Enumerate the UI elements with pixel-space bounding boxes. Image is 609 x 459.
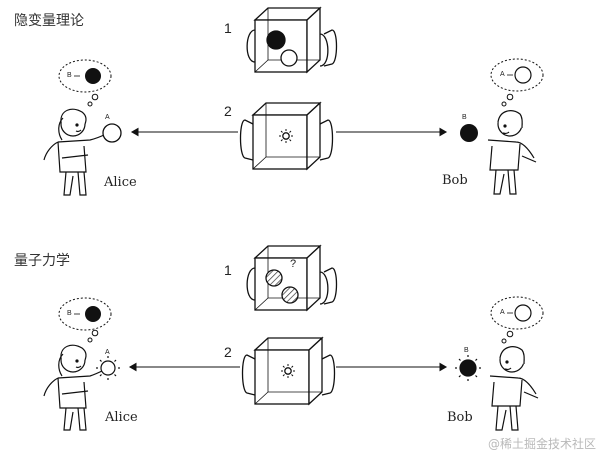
person-name-alice-1: Alice bbox=[104, 175, 137, 190]
box-question-mark: ? bbox=[290, 258, 297, 270]
alice-figure-2 bbox=[43, 344, 105, 431]
step-label-2: 2 bbox=[224, 103, 232, 119]
thought-dot-6 bbox=[91, 329, 99, 337]
alice-ball-white-1 bbox=[102, 123, 122, 143]
step-label-1: 1 bbox=[224, 20, 232, 36]
section-title-hidden-variables: 隐变量理论 bbox=[14, 13, 84, 29]
bob-figure-1 bbox=[487, 110, 537, 195]
bob-ball-black-1 bbox=[460, 124, 478, 142]
thought-dot-3 bbox=[501, 101, 507, 107]
thought-letter-a-2: A bbox=[500, 309, 505, 316]
ball-letter-b-2: B bbox=[464, 347, 469, 354]
thought-letter-b-1: B bbox=[67, 72, 72, 79]
ball-letter-b-1: B bbox=[462, 114, 467, 121]
person-name-bob-2: Bob bbox=[447, 410, 473, 425]
thought-dot-5 bbox=[87, 337, 93, 343]
bob-ball-sparkle-2 bbox=[455, 355, 481, 381]
alice-thought-bubble-1 bbox=[58, 59, 112, 93]
thought-dot-7 bbox=[501, 338, 507, 344]
ball-letter-a-1: A bbox=[105, 114, 110, 121]
box-step1-quantum bbox=[246, 244, 338, 312]
ball-letter-a-2: A bbox=[105, 349, 110, 356]
bob-thought-bubble-2 bbox=[490, 296, 544, 330]
thought-dot-4 bbox=[506, 93, 514, 101]
box-step1-hidden bbox=[246, 6, 338, 74]
person-name-alice-2: Alice bbox=[105, 410, 138, 425]
box-step2-quantum bbox=[241, 336, 336, 406]
alice-ball-sparkle-2 bbox=[96, 356, 120, 380]
thought-dot-8 bbox=[506, 330, 514, 338]
person-name-bob-1: Bob bbox=[442, 173, 468, 188]
watermark: @稀土掘金技术社区 bbox=[488, 437, 597, 451]
bob-thought-bubble-1 bbox=[490, 58, 544, 92]
bob-figure-2 bbox=[489, 346, 539, 431]
section-title-quantum-mechanics: 量子力学 bbox=[14, 253, 70, 269]
thought-dot-1 bbox=[87, 101, 93, 107]
step-label-2-quantum: 2 bbox=[224, 344, 232, 360]
step-label-1-quantum: 1 bbox=[224, 262, 232, 278]
thought-dot-2 bbox=[91, 93, 99, 101]
box-step2-hidden bbox=[239, 101, 334, 171]
thought-letter-b-2: B bbox=[67, 310, 72, 317]
thought-letter-a-1: A bbox=[500, 71, 505, 78]
alice-figure-1 bbox=[43, 108, 107, 196]
alice-thought-bubble-2 bbox=[58, 297, 112, 331]
